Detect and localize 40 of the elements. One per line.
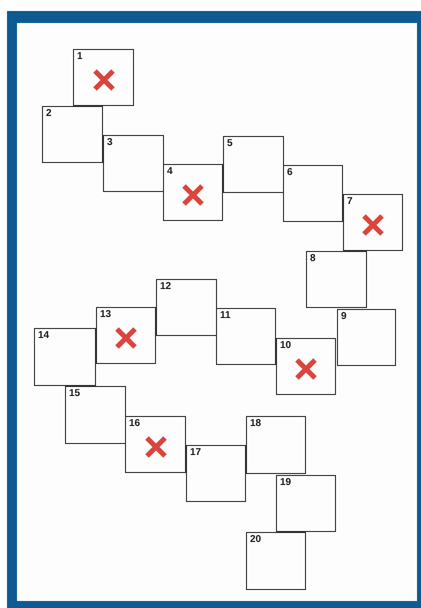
square-number: 10 xyxy=(280,340,292,351)
board-square xyxy=(343,194,403,251)
board-square xyxy=(65,386,126,444)
board-square xyxy=(73,49,134,106)
square-number: 5 xyxy=(227,138,233,149)
board-square xyxy=(103,135,164,192)
board-square xyxy=(337,309,396,366)
square-number: 13 xyxy=(100,309,112,320)
board-square xyxy=(34,328,96,386)
square-number: 6 xyxy=(287,167,293,178)
board-square xyxy=(283,165,343,222)
square-number: 9 xyxy=(341,311,347,322)
square-number: 11 xyxy=(220,310,231,321)
square-number: 20 xyxy=(250,534,262,545)
board-square xyxy=(163,164,223,221)
board-square xyxy=(125,416,186,473)
square-number: 18 xyxy=(250,418,262,429)
board-square xyxy=(186,445,246,502)
board-square xyxy=(306,251,367,308)
square-number: 2 xyxy=(46,108,52,119)
board-square xyxy=(42,106,103,163)
board-square xyxy=(223,136,284,193)
square-number: 4 xyxy=(167,166,173,177)
board-square xyxy=(276,475,336,532)
board-square xyxy=(156,279,217,336)
square-number: 8 xyxy=(310,253,316,264)
square-number: 17 xyxy=(190,447,202,458)
board-square xyxy=(216,308,276,365)
square-number: 7 xyxy=(347,196,353,207)
square-number: 19 xyxy=(280,477,292,488)
square-number: 1 xyxy=(77,51,83,62)
square-number: 12 xyxy=(160,281,172,292)
board-square xyxy=(96,307,156,364)
board-square xyxy=(246,532,306,590)
board-square xyxy=(246,416,306,474)
board-square xyxy=(276,338,336,395)
square-number: 3 xyxy=(107,137,113,148)
square-number: 14 xyxy=(38,330,50,341)
square-number: 16 xyxy=(129,418,140,429)
square-number: 15 xyxy=(69,388,80,399)
